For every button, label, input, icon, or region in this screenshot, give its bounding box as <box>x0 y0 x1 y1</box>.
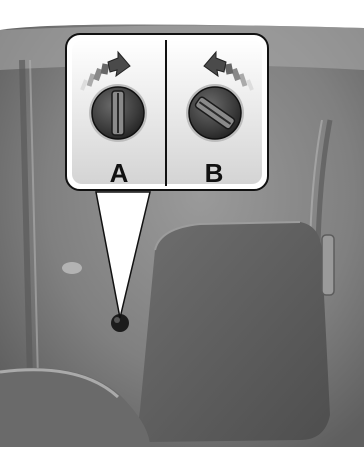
label-b: B <box>194 160 234 186</box>
dial-b <box>186 84 244 142</box>
label-a: A <box>99 160 139 186</box>
dial-a <box>89 84 147 142</box>
